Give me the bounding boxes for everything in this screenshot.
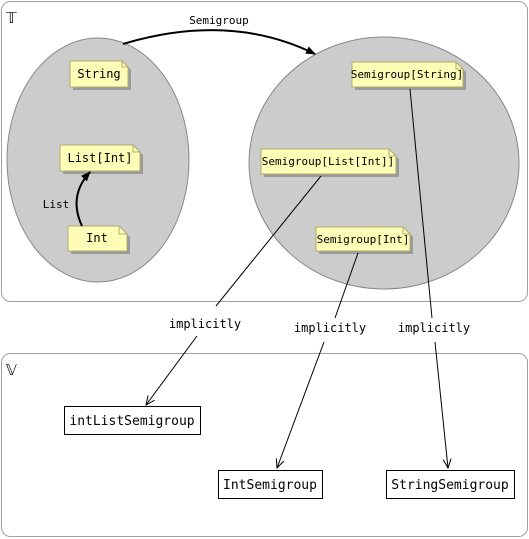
type-label-semigroup-int: Semigroup[Int] (317, 233, 410, 246)
implicitly-arrow-int: implicitly (277, 252, 366, 468)
semigroup-arrow-label: Semigroup (189, 14, 249, 27)
type-note-semigroup-int: Semigroup[Int] (315, 226, 413, 254)
type-note-string: String (69, 60, 131, 90)
value-box-string-semigroup: StringSemigroup (386, 470, 515, 499)
implicitly-arrow-string: implicitly (398, 88, 470, 468)
implicitly-label-1: implicitly (169, 317, 241, 331)
values-panel: 𝕍 (1, 353, 528, 537)
semigroup-arrow: Semigroup (122, 14, 316, 55)
value-label-string-semigroup: StringSemigroup (391, 478, 509, 493)
list-arrow-label: List (43, 198, 70, 211)
values-panel-label: 𝕍 (6, 361, 17, 379)
type-label-semigroup-list-int: Semigroup[List[Int]] (262, 155, 394, 168)
type-note-list-int: List[Int] (59, 144, 143, 174)
value-label-int-list-semigroup: intListSemigroup (69, 414, 194, 429)
type-note-semigroup-list-int: Semigroup[List[Int]] (260, 148, 399, 177)
list-arrow: List (43, 171, 91, 227)
type-label-int: Int (86, 231, 108, 245)
types-panel-label: 𝕋 (5, 9, 17, 27)
value-box-int-semigroup: IntSemigroup (218, 470, 323, 499)
implicitly-arrow-list-int: implicitly (146, 175, 322, 405)
value-box-int-list-semigroup: intListSemigroup (64, 406, 201, 435)
type-label-string: String (77, 67, 120, 81)
type-note-int: Int (67, 225, 130, 254)
type-label-list-int: List[Int] (67, 151, 132, 165)
value-label-int-semigroup: IntSemigroup (223, 478, 317, 493)
type-label-semigroup-string: Semigroup[String] (351, 68, 464, 81)
type-note-semigroup-string: Semigroup[String] (351, 61, 466, 90)
implicitly-label-2: implicitly (294, 321, 366, 335)
implicitly-label-3: implicitly (398, 321, 470, 335)
